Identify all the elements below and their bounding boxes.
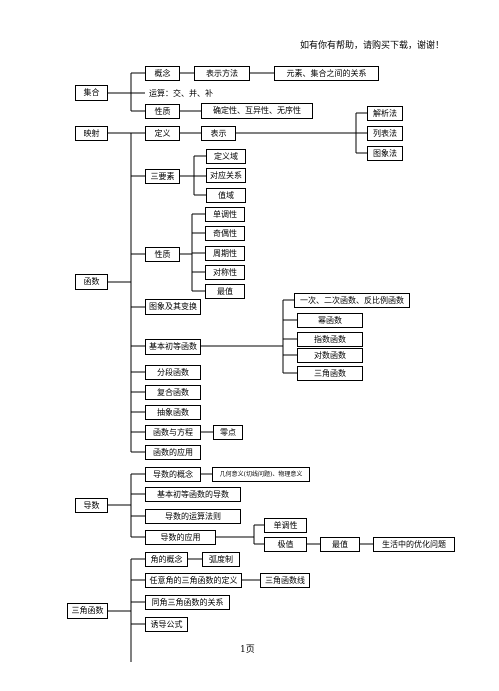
- node-three-elements: 三要素: [145, 169, 180, 184]
- node-function-application: 函数的应用: [145, 445, 201, 460]
- node-geometric-meaning: 几何意义(切线问题)、物理意义: [212, 467, 310, 482]
- node-global-extremum: 最值: [320, 537, 360, 552]
- node-definition: 定义: [145, 126, 180, 141]
- node-log-function: 对数函数: [297, 348, 363, 363]
- node-function: 函数: [75, 274, 108, 290]
- node-function-equation: 函数与方程: [145, 425, 201, 440]
- node-extremum: 最值: [205, 284, 245, 299]
- node-graph-method: 图象法: [367, 146, 403, 161]
- node-derivative-application: 导数的应用: [145, 530, 216, 545]
- node-function-properties: 性质: [145, 247, 180, 262]
- node-trigonometry: 三角函数: [67, 603, 108, 619]
- node-exponential-function: 指数函数: [297, 332, 363, 347]
- page-number: 1页: [240, 645, 255, 655]
- node-same-angle-relations: 同角三角函数的关系: [145, 595, 230, 610]
- node-local-extremum: 极值: [264, 537, 307, 552]
- node-correspondence: 对应关系: [206, 168, 246, 183]
- node-set-concept: 概念: [145, 66, 180, 81]
- node-derivative-rules: 导数的运算法则: [145, 509, 241, 524]
- node-power-function: 幂函数: [297, 313, 363, 328]
- node-graph-transform: 图象及其变换: [145, 299, 201, 315]
- node-abstract: 抽象函数: [145, 405, 201, 420]
- node-induction-formulas: 诱导公式: [145, 617, 188, 632]
- node-mapping: 映射: [75, 126, 108, 141]
- node-symmetry: 对称性: [205, 265, 245, 280]
- node-optimization: 生活中的优化问题: [373, 537, 455, 552]
- node-representation: 表示: [201, 126, 236, 141]
- node-analytic-method: 解析法: [367, 106, 403, 121]
- node-angle-concept: 角的概念: [145, 552, 188, 567]
- node-set-properties: 性质: [145, 104, 180, 119]
- node-elementary-derivatives: 基本初等函数的导数: [145, 487, 241, 502]
- node-set-operations: 运算：交、并、补: [149, 89, 213, 98]
- node-trig-function-leaf: 三角函数: [297, 366, 363, 381]
- node-periodicity: 周期性: [205, 246, 245, 261]
- node-range: 值域: [206, 188, 246, 203]
- node-monotonicity: 单调性: [205, 207, 245, 222]
- node-derivative-monotonicity: 单调性: [264, 518, 307, 533]
- node-set-determinacy: 确定性、互异性、无序性: [201, 103, 313, 119]
- node-set: 集合: [75, 85, 108, 101]
- node-linear-quadratic: 一次、二次函数、反比例函数: [294, 293, 410, 308]
- header-note: 如有你有帮助，请购买下载，谢谢！: [300, 41, 445, 51]
- node-composite: 复合函数: [145, 385, 201, 400]
- node-table-method: 列表法: [367, 126, 403, 141]
- node-elementary-functions: 基本初等函数: [145, 339, 201, 355]
- node-derivative: 导数: [75, 498, 108, 513]
- node-derivative-concept: 导数的概念: [145, 467, 201, 482]
- node-any-angle-trig: 任意角的三角函数的定义: [145, 573, 242, 588]
- node-parity: 奇偶性: [205, 226, 245, 241]
- node-trig-lines: 三角函数线: [260, 573, 310, 588]
- node-piecewise: 分段函数: [145, 365, 201, 380]
- node-radian: 弧度制: [202, 552, 240, 567]
- node-zero-point: 零点: [213, 425, 243, 440]
- node-element-relation: 元素、集合之间的关系: [274, 66, 379, 81]
- node-set-notation: 表示方法: [194, 66, 250, 81]
- node-domain: 定义域: [206, 149, 246, 164]
